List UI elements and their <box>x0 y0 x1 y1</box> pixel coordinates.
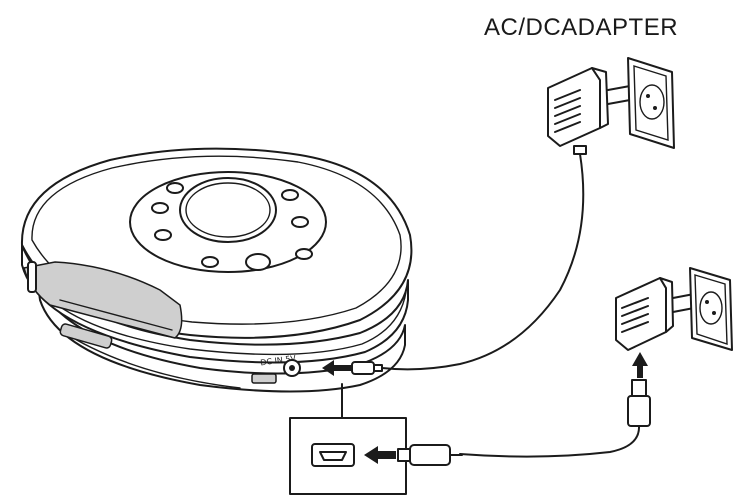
micro-usb-port-icon <box>311 443 355 467</box>
ac-dc-adapter-icon <box>547 67 631 155</box>
micro-usb-plug-icon <box>397 444 451 466</box>
wall-socket-icon-2 <box>689 267 733 351</box>
arrow-icon <box>322 360 352 376</box>
dc-plug-icon <box>351 361 383 375</box>
usb-adapter-icon <box>615 277 695 351</box>
usb-plug-icon <box>627 379 651 427</box>
cd-player-icon: DC IN 5V <box>20 147 413 393</box>
arrow-icon-up <box>632 352 648 378</box>
wall-socket-icon <box>627 57 675 149</box>
arrow-icon-left <box>364 446 396 464</box>
adapter-label: AC/DCADAPTER <box>484 14 679 41</box>
